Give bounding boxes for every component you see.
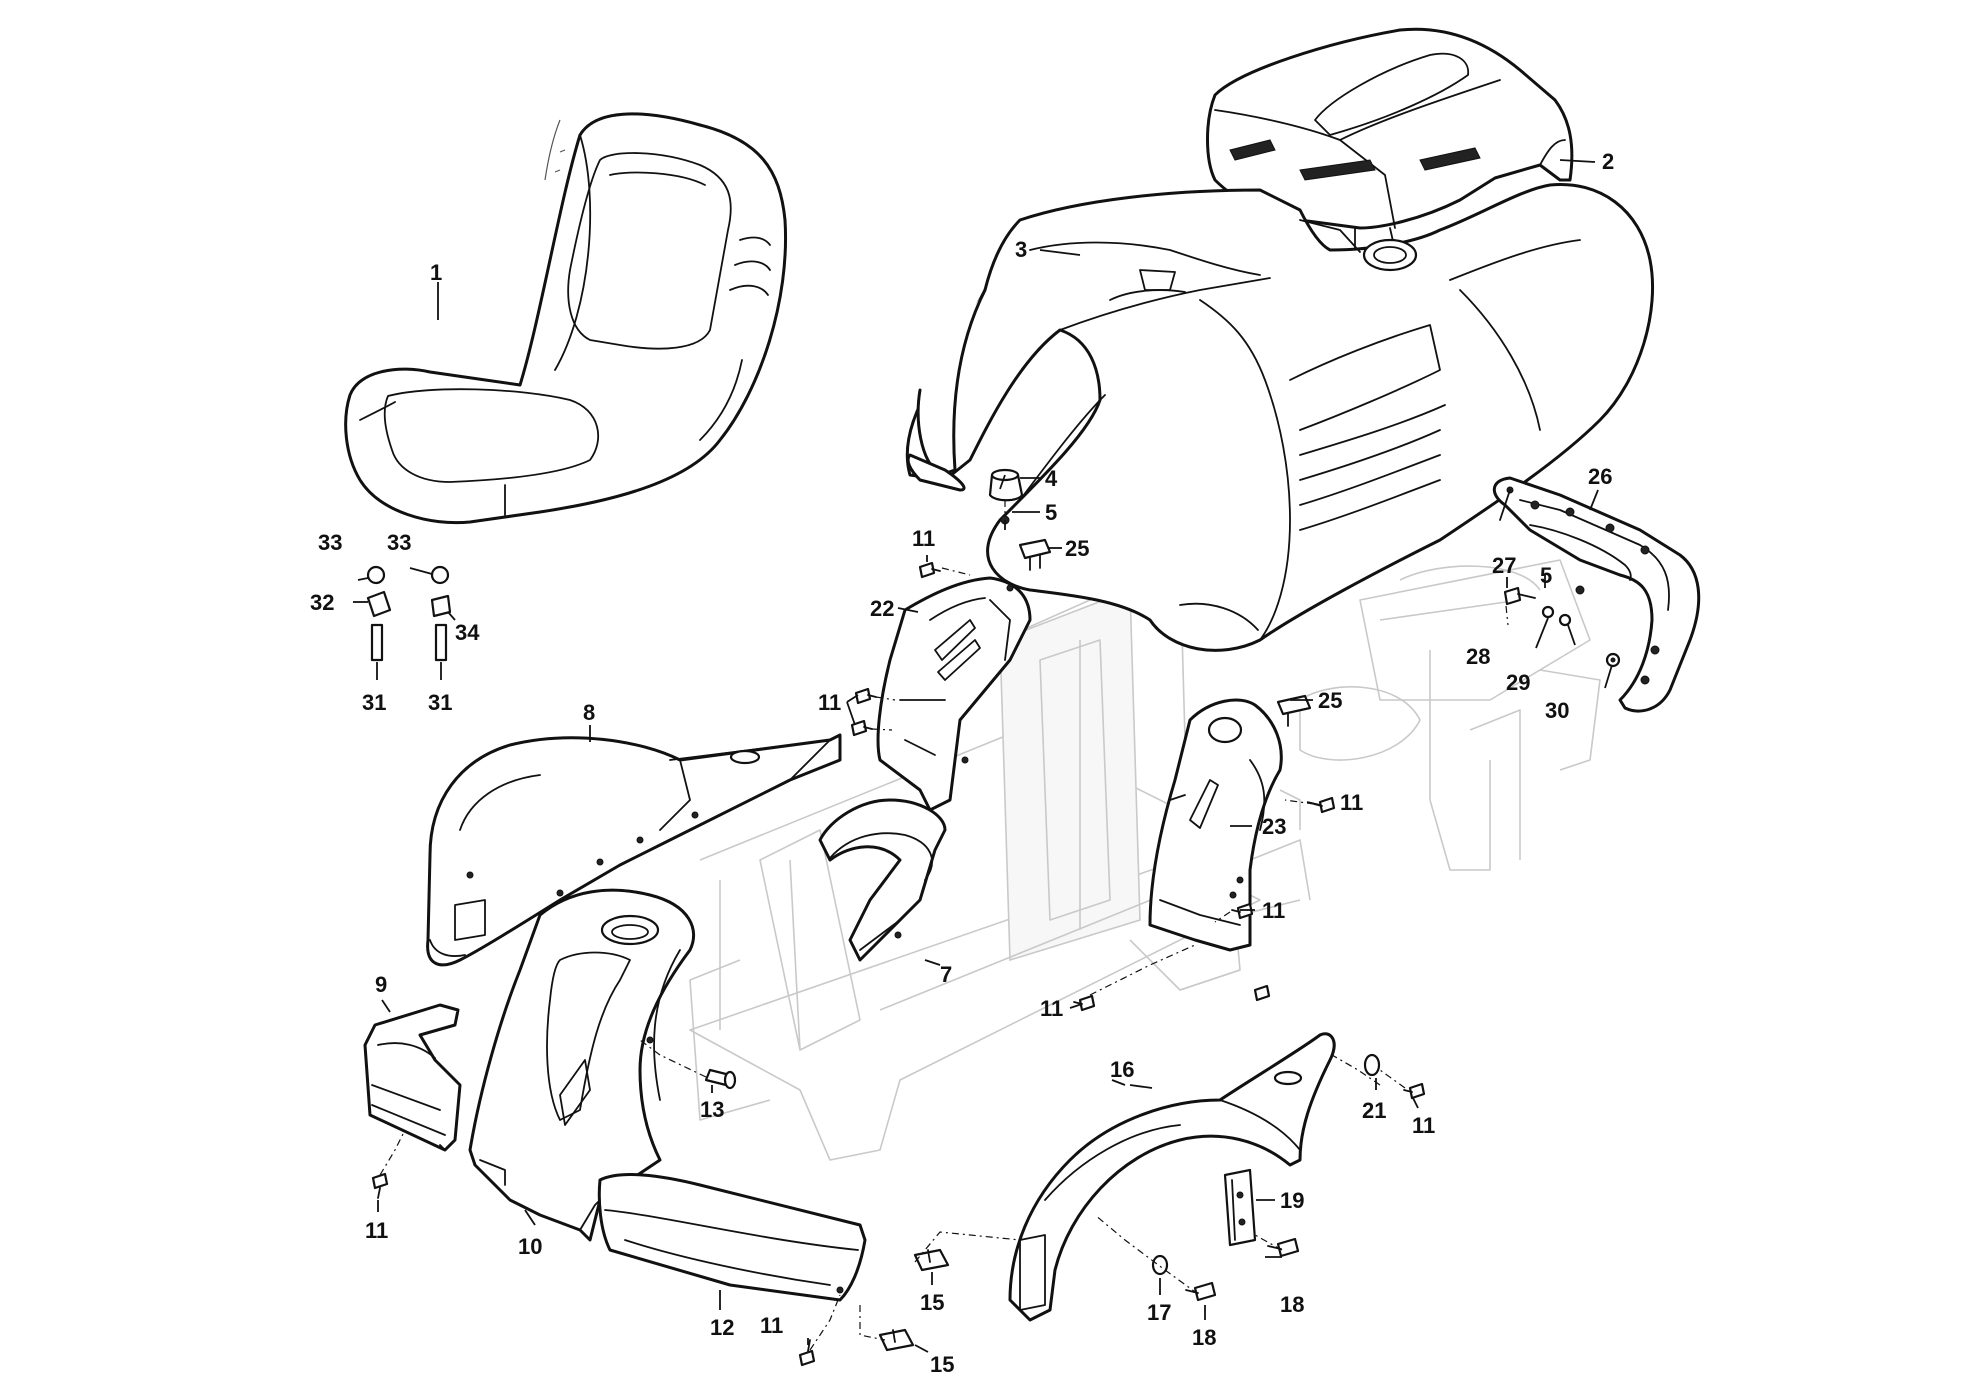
callout-11c: 11: [1340, 790, 1363, 815]
callout-23: 23: [1262, 814, 1286, 839]
callout-18a: 18: [1192, 1325, 1216, 1350]
clip-nuts-15: [878, 1248, 950, 1352]
callout-15b: 15: [930, 1352, 954, 1377]
callout-labels: 1 2 3 4 5 25 11 22 11 25 11 23 11 11 8 7…: [310, 149, 1614, 1377]
callout-27: 27: [1492, 553, 1516, 578]
fender-bracket-part: [1223, 1168, 1257, 1247]
left-rear-fender-part: [426, 733, 842, 967]
right-dash-panel-part: [1148, 698, 1283, 952]
seat-part: [344, 112, 788, 525]
callout-11g: 11: [760, 1313, 783, 1338]
callout-11a: 11: [912, 526, 935, 551]
callout-32: 32: [310, 590, 334, 615]
left-dash-panel-part: [876, 576, 1032, 812]
bumper-fasteners: [1503, 585, 1621, 668]
clip-part-a: [1018, 538, 1052, 571]
callout-31b: 31: [428, 690, 452, 715]
front-bumper-part: [1492, 476, 1701, 713]
left-step-cover-part: [363, 1003, 462, 1152]
callout-25a: 25: [1065, 536, 1089, 561]
left-footrest-part: [597, 1173, 867, 1302]
alignment-lines: [379, 500, 1509, 1351]
right-rear-fender-part: [1008, 1032, 1336, 1322]
seat-hardware: [366, 565, 452, 662]
callout-30: 30: [1545, 698, 1569, 723]
hood-part: [905, 182, 1654, 652]
callout-11e: 11: [1040, 996, 1063, 1021]
callout-11h: 11: [1412, 1113, 1435, 1138]
callout-12: 12: [710, 1315, 734, 1340]
callout-3: 3: [1015, 237, 1027, 262]
callout-25b: 25: [1318, 688, 1342, 713]
callout-4: 4: [1045, 466, 1058, 491]
callout-7: 7: [940, 962, 952, 987]
callout-33a: 33: [318, 530, 342, 555]
callout-9: 9: [375, 972, 387, 997]
callout-15a: 15: [920, 1290, 944, 1315]
washers-and-bolts: [1151, 1053, 1381, 1302]
callout-26: 26: [1588, 464, 1612, 489]
callout-33b: 33: [387, 530, 411, 555]
callout-22: 22: [870, 596, 894, 621]
callout-5a: 5: [1045, 500, 1057, 525]
callout-18b: 18: [1280, 1292, 1304, 1317]
tunnel-cover-part: [818, 798, 947, 962]
callout-10: 10: [518, 1234, 542, 1259]
screws-11: [371, 561, 1426, 1367]
dash-cover-part: [1206, 27, 1574, 251]
callout-21: 21: [1362, 1098, 1386, 1123]
bolt-13: [704, 1068, 737, 1090]
callout-5b: 5: [1540, 563, 1552, 588]
callout-2: 2: [1602, 149, 1614, 174]
callout-13: 13: [700, 1097, 724, 1122]
left-footwell-part: [468, 888, 696, 1242]
callout-11f: 11: [365, 1218, 388, 1243]
callout-11b: 11: [818, 690, 841, 715]
callout-8: 8: [583, 700, 595, 725]
callout-31a: 31: [362, 690, 386, 715]
callout-29: 29: [1506, 670, 1530, 695]
callout-1: 1: [430, 260, 442, 285]
callout-19: 19: [1280, 1188, 1304, 1213]
chassis-frame-ghost: [689, 559, 1601, 1161]
callout-17: 17: [1147, 1300, 1171, 1325]
callout-16: 16: [1110, 1057, 1134, 1082]
callout-11d: 11: [1262, 898, 1285, 923]
callout-28: 28: [1466, 644, 1490, 669]
leader-lines: [353, 159, 1613, 1353]
callout-34: 34: [455, 620, 480, 645]
